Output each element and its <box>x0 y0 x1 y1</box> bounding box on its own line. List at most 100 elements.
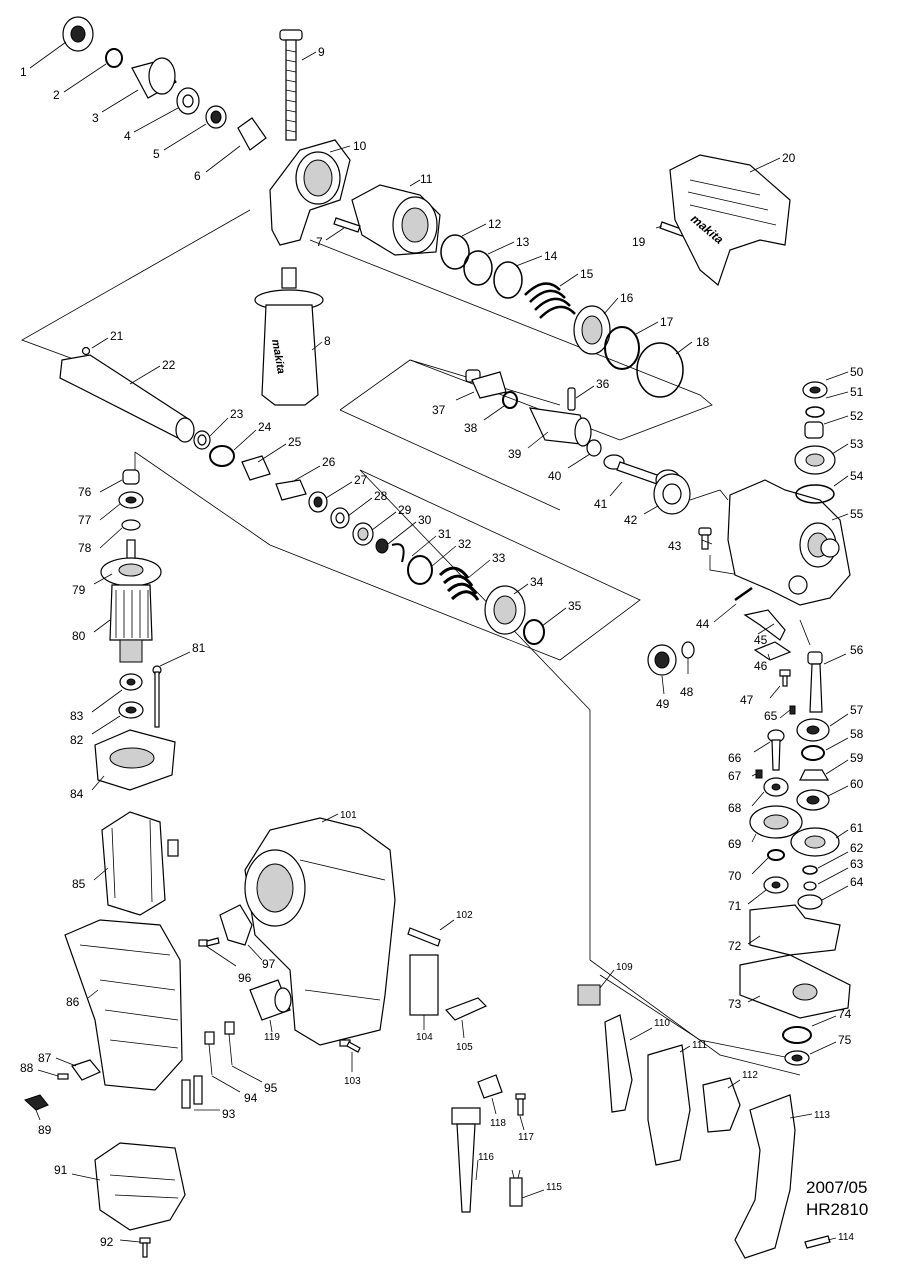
brand-mark-handle: makita <box>269 338 287 374</box>
part-21-shape <box>81 346 91 356</box>
part-27-shape <box>308 491 328 513</box>
callout-40: 40 <box>548 469 562 483</box>
part-75-shape <box>784 1050 810 1066</box>
part-16-shape <box>573 305 611 355</box>
part-59-shape <box>799 769 830 781</box>
callout-35: 35 <box>568 599 582 613</box>
callout-16: 16 <box>620 291 634 305</box>
part-9-shape <box>279 29 303 141</box>
part-83-shape <box>119 673 143 691</box>
part-23-shape <box>193 430 211 450</box>
callout-78: 78 <box>78 541 92 555</box>
part-20-shape <box>669 154 791 287</box>
part-95-shape <box>224 1021 235 1066</box>
diagram-date: 2007/05 <box>806 1178 868 1197</box>
part-5-shape <box>205 105 227 129</box>
callout-12: 12 <box>488 217 502 231</box>
part-6-shape <box>237 117 267 151</box>
callout-95: 95 <box>264 1081 278 1095</box>
part-34-shape <box>484 585 526 635</box>
callout-25: 25 <box>288 435 302 449</box>
callout-72: 72 <box>728 939 742 953</box>
part-14-shape <box>493 261 523 299</box>
part-44-shape <box>734 586 753 602</box>
part-38-shape <box>502 391 518 409</box>
callout-94: 94 <box>244 1091 258 1105</box>
part-119-shape <box>249 979 292 1021</box>
callout-45: 45 <box>754 633 768 647</box>
callout-64: 64 <box>850 875 864 889</box>
part-7-shape <box>333 217 361 233</box>
part-51-shape <box>805 406 825 418</box>
callout-118: 118 <box>490 1118 506 1129</box>
callout-105: 105 <box>456 1042 473 1053</box>
callout-74: 74 <box>838 1007 852 1021</box>
part-31-shape <box>391 543 405 563</box>
callout-7: 7 <box>316 235 323 249</box>
callout-83: 83 <box>70 709 84 723</box>
part-40-shape <box>586 439 602 457</box>
callout-1: 1 <box>20 65 27 79</box>
callout-43: 43 <box>668 539 682 553</box>
callout-56: 56 <box>850 643 864 657</box>
callout-50: 50 <box>850 365 864 379</box>
callout-18: 18 <box>696 335 710 349</box>
part-77-shape <box>118 491 144 509</box>
part-105-shape <box>444 997 488 1021</box>
callout-104: 104 <box>416 1032 433 1043</box>
callout-112: 112 <box>742 1070 758 1081</box>
callout-101: 101 <box>340 810 357 821</box>
callout-75: 75 <box>838 1033 852 1047</box>
callout-84: 84 <box>70 787 84 801</box>
part-36-shape <box>567 387 576 411</box>
part-93-shape <box>181 1075 203 1109</box>
part-58-shape <box>801 745 825 761</box>
part-54-shape <box>795 484 835 504</box>
callout-89: 89 <box>38 1123 52 1137</box>
callout-27: 27 <box>354 473 368 487</box>
callout-62: 62 <box>850 841 864 855</box>
part-2-shape <box>105 48 123 68</box>
callout-2: 2 <box>53 88 60 102</box>
part-66-shape <box>767 729 785 771</box>
part-53-shape <box>794 445 836 475</box>
callout-11: 11 <box>420 172 433 186</box>
callout-31: 31 <box>438 527 452 541</box>
callout-54: 54 <box>850 469 864 483</box>
callout-52: 52 <box>850 409 864 423</box>
callout-61: 61 <box>850 821 864 835</box>
part-19-shape <box>659 221 685 237</box>
callout-70: 70 <box>728 869 742 883</box>
part-22-shape <box>59 354 195 443</box>
callout-85: 85 <box>72 877 86 891</box>
part-104-shape <box>409 954 439 1016</box>
callout-22: 22 <box>162 358 176 372</box>
callout-44: 44 <box>696 617 710 631</box>
part-48-shape <box>681 641 695 659</box>
callout-65: 65 <box>764 709 778 723</box>
callout-23: 23 <box>230 407 244 421</box>
part-63-shape <box>803 881 817 891</box>
part-101-shape <box>244 817 396 1046</box>
callout-77: 77 <box>78 513 92 527</box>
part-30-shape <box>375 538 389 554</box>
callout-39: 39 <box>508 447 522 461</box>
callout-49: 49 <box>656 697 670 711</box>
part-117-shape <box>515 1093 526 1116</box>
callout-55: 55 <box>850 507 864 521</box>
part-49-shape <box>647 644 677 676</box>
part-60-shape <box>796 789 830 811</box>
callout-33: 33 <box>492 551 506 565</box>
callout-46: 46 <box>754 659 768 673</box>
callout-82: 82 <box>70 733 84 747</box>
part-88-shape <box>57 1073 69 1080</box>
callout-15: 15 <box>580 267 594 281</box>
callout-4: 4 <box>124 129 131 143</box>
part-86-shape <box>64 919 183 1091</box>
callout-63: 63 <box>850 857 864 871</box>
callout-93: 93 <box>222 1107 236 1121</box>
part-103-shape <box>339 1039 361 1053</box>
callout-119: 119 <box>264 1032 280 1043</box>
callout-116: 116 <box>478 1152 494 1163</box>
